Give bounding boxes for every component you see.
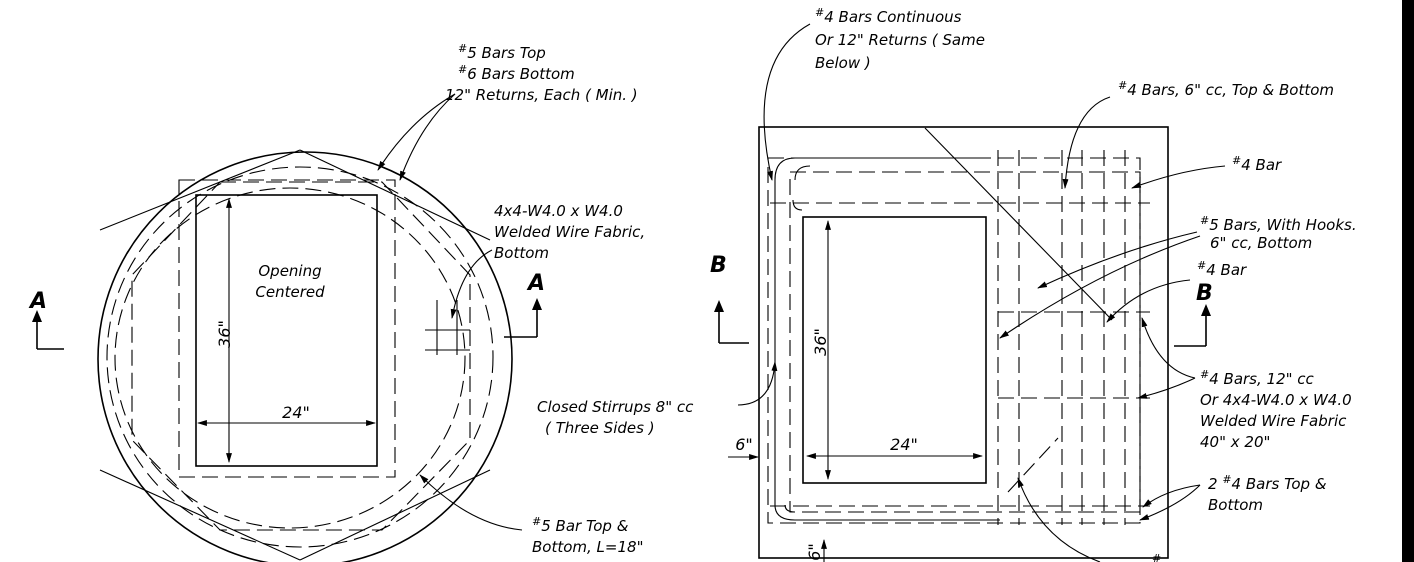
dim-36-right-label: 36" [811,328,830,356]
wwf-symbol [425,300,470,355]
note-wwf-line1: 4x4-W4.0 x W4.0 [494,202,623,220]
leader-4bar-a [1131,165,1226,189]
note-6bars-bottom: #6 Bars Bottom [458,63,575,83]
note-12cc-line2: Or 4x4-W4.0 x W4.0 [1200,391,1352,409]
note-stirrups-line1: Closed Stirrups 8" cc [537,398,694,416]
dashed-inner-rect-2 [789,171,1141,513]
leader-12cc-1 [1141,317,1196,379]
note-continuous-line3: Below ) [815,54,871,72]
note-continuous-line1: #4 Bars Continuous [815,6,962,26]
section-b-right-marker [1174,312,1207,347]
section-a-left-marker [36,318,64,350]
dashed-octagon-bars [131,181,471,531]
note-wwf-line2: Welded Wire Fabric, [494,223,645,241]
section-b-left-marker [718,308,749,344]
section-a-right-marker [504,306,538,338]
leader-continuous [763,23,811,181]
note-continuous-line2: Or 12" Returns ( Same [815,31,985,49]
leader-wwf [450,249,493,319]
dashed-square-reinforcing [178,179,396,478]
left-circular-view: 36" 24" Opening Centered [97,149,513,562]
note-12cc-line3: Welded Wire Fabric [1200,412,1347,430]
note-hooks-line1: #5 Bars, With Hooks. [1200,214,1357,234]
diagonal-bar-lines [99,149,491,561]
stirrup-hooks [774,157,1000,521]
diagonal-bar-bottom [1007,437,1059,493]
dim-6-side-label: 6" [735,435,753,454]
opening-rectangle-right [802,216,987,484]
note-hooks-line2: 6" cc, Bottom [1210,234,1312,252]
dim-24-right-label: 24" [890,435,918,454]
note-12cc-line1: #4 Bars, 12" cc [1200,368,1315,388]
leader-12cc-2 [1137,377,1196,399]
section-a-left-label: A [28,289,47,314]
section-b-right-label: B [1196,281,1213,306]
note-4bar-a: #4 Bar [1232,154,1282,174]
note-2bars-line2: Bottom [1208,496,1263,514]
leader-hooks-2 [999,235,1201,339]
dim-6-bottom-label: 6" [805,543,824,561]
note-length-18: Bottom, L=18" [532,538,643,556]
dashed-ring-outer [106,166,494,548]
dim-36-label: 36" [215,320,234,348]
opening-note-line2: Centered [255,283,325,301]
note-12cc-line4: 40" x 20" [1200,433,1270,451]
left-notes: #5 Bars Top #6 Bars Bottom 12" Returns, … [28,42,645,556]
leader-4bar-b [1106,279,1191,323]
section-a-right-label: A [526,271,545,296]
section-b-left-label: B [710,253,727,278]
page-edge-bar [1402,0,1414,562]
leader-2bars-1 [1142,484,1201,508]
right-notes: #4 Bars Continuous Or 12" Returns ( Same… [537,6,1357,562]
note-stirrups-line2: ( Three Sides ) [545,419,655,437]
opening-note-line1: Opening [258,262,321,280]
leader-hooks-1 [1037,231,1198,289]
note-cut-off: # [1152,552,1161,562]
dim-24-label: 24" [282,403,310,422]
dashed-ring-inner [114,187,466,529]
leader-5bar [419,474,523,531]
note-6cc: #4 Bars, 6" cc, Top & Bottom [1118,79,1334,99]
leader-returns-2 [399,93,456,181]
opening-rectangle [195,194,378,467]
dashed-grid-lines [770,150,1150,525]
leader-cut-off [1017,477,1101,562]
outer-square [758,126,1169,559]
leader-stirrups [737,361,778,406]
note-4bar-b: #4 Bar [1197,259,1247,279]
leader-returns-1 [377,93,456,171]
leader-6cc [1062,96,1111,189]
note-wwf-line3: Bottom [494,244,549,262]
note-5bar-top-bottom: #5 Bar Top & [532,515,629,535]
note-12in-returns: 12" Returns, Each ( Min. ) [445,86,638,104]
note-2bars-line1: 2 #4 Bars Top & [1208,473,1327,493]
leader-2bars-2 [1139,484,1201,521]
right-square-view: 36" 24" 6" 6" [728,126,1169,562]
note-5bars-top: #5 Bars Top [458,42,546,62]
